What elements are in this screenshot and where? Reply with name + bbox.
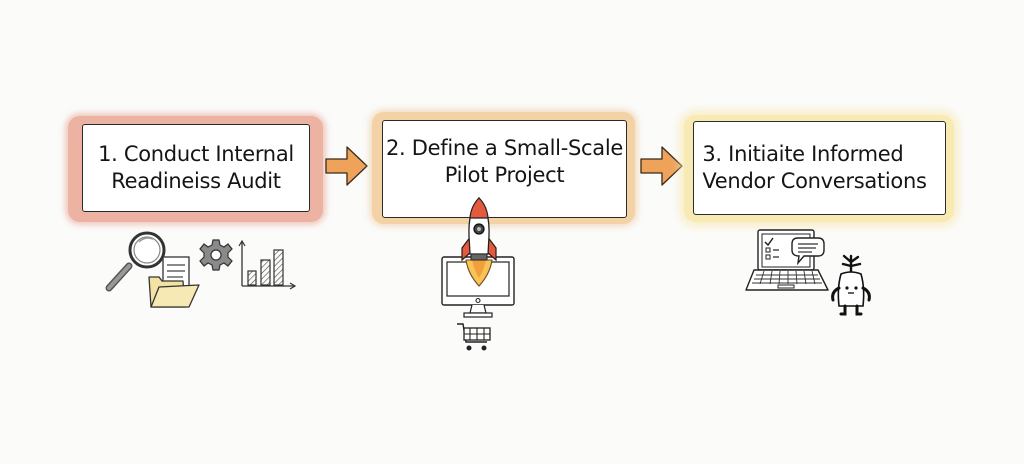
speech-bubble-icon [791, 237, 825, 266]
step-2-card: 2. Define a Small-Scale Pilot Project [382, 120, 627, 218]
step-1-label: 1. Conduct Internal Readineiss Audit [98, 142, 294, 193]
gear-icon [199, 239, 233, 271]
arrow-right-icon [325, 146, 368, 186]
folder-with-document-icon [148, 256, 200, 308]
step-3-label: 3. Initiaite Informed Vendor Conversatio… [702, 142, 927, 193]
magnifying-glass-icon [105, 231, 166, 292]
step-2-box: 2. Define a Small-Scale Pilot Project [372, 112, 635, 224]
step-1-card: 1. Conduct Internal Readineiss Audit [82, 124, 310, 212]
step-3-card: 3. Initiaite Informed Vendor Conversatio… [693, 121, 946, 215]
step-3-box: 3. Initiaite Informed Vendor Conversatio… [684, 115, 954, 222]
robot-mascot-icon [831, 254, 871, 316]
bar-chart-icon [238, 240, 297, 290]
arrow-right-icon [640, 146, 683, 186]
shopping-cart-icon [457, 323, 491, 351]
rocket-icon [461, 197, 497, 287]
step-1-box: 1. Conduct Internal Readineiss Audit [68, 116, 323, 222]
step-2-label: 2. Define a Small-Scale Pilot Project [386, 136, 623, 187]
